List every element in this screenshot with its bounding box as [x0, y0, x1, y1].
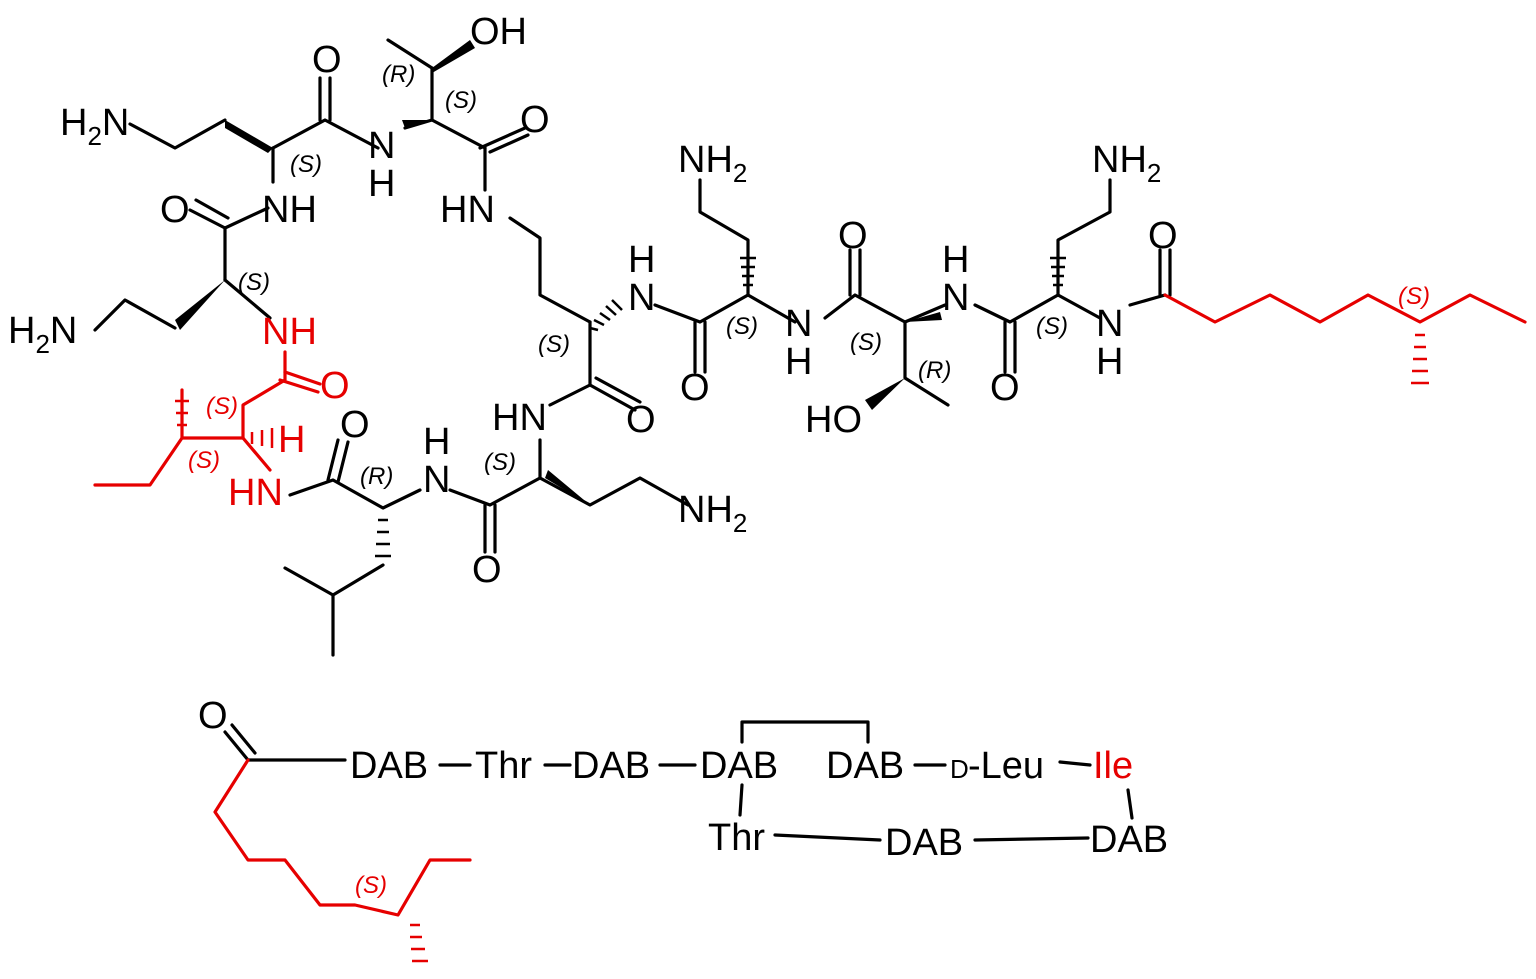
chain-stereo-label: (S): [355, 872, 387, 899]
seq-d-prefix: D: [950, 754, 969, 784]
stereo-label-chain: (S): [1398, 283, 1430, 310]
amide-n-2: N: [628, 277, 655, 319]
carbonyl-o-4: O: [838, 215, 868, 257]
seq-thr-2: Thr: [708, 817, 765, 859]
ile-amide-hn: HN: [228, 472, 283, 514]
amide-h-5: H: [1096, 341, 1123, 383]
ile-alpha-h: H: [278, 419, 305, 461]
amide-h-3: H: [942, 239, 969, 281]
stereo-label: (S): [850, 329, 882, 356]
amide-n-6: N: [423, 459, 450, 501]
bond-skeleton: [93, 38, 1172, 657]
fatty-acyl-chain-top: [1163, 293, 1527, 385]
stereo-bonds: [175, 40, 1066, 558]
stereo-label-ile: (S): [206, 393, 238, 420]
ile-atom-labels: NH O H HN: [228, 311, 350, 514]
stereo-label: (R): [382, 61, 415, 88]
atom-labels: H2N O OH N H O NH O HN H2N NH2 NH2 H N O…: [8, 11, 1178, 591]
seq-dab-2: DAB: [572, 745, 650, 787]
amine-label-4: NH2: [1092, 139, 1161, 188]
amide-nh-1: NH: [262, 189, 317, 231]
stereo-label-ile: (S): [188, 447, 220, 474]
ile-carbonyl-o: O: [320, 365, 350, 407]
stereo-label: (R): [918, 357, 951, 384]
amide-h-1: H: [368, 163, 395, 205]
stereo-label: (S): [484, 449, 516, 476]
carbonyl-o-2: O: [520, 99, 550, 141]
amide-n-1: N: [368, 125, 395, 167]
stereo-label: (S): [538, 331, 570, 358]
ile-residue-highlight: [93, 350, 322, 487]
sequence-schematic: O (S) DAB Thr DAB DAB DAB D -Leu Ile Thr…: [198, 695, 1168, 963]
hydroxyl-2: HO: [805, 399, 862, 441]
stereo-label: (S): [238, 269, 270, 296]
seq-dab-5: DAB: [885, 822, 963, 864]
amide-h-2: H: [628, 239, 655, 281]
amide-h-6: H: [423, 421, 450, 463]
carbonyl-o-5: O: [1148, 215, 1178, 257]
amide-n-5: N: [1096, 303, 1123, 345]
amide-hn-2: HN: [492, 397, 547, 439]
carbonyl-o-10: O: [472, 549, 502, 591]
stereo-descriptors: (R) (S) (S) (S) (S) (S) (S) (R) (S) (S) …: [188, 61, 1430, 490]
seq-ile: Ile: [1093, 745, 1133, 787]
stereo-label: (S): [1036, 313, 1068, 340]
amide-h-4: H: [785, 341, 812, 383]
acyl-carbonyl-o: O: [198, 695, 228, 737]
seq-dab-3: DAB: [700, 745, 778, 787]
stereo-label: (R): [360, 463, 393, 490]
carbonyl-o-6: O: [680, 367, 710, 409]
amide-hn-1: HN: [440, 189, 495, 231]
seq-leu: -Leu: [968, 745, 1044, 787]
stereo-label: (S): [290, 151, 322, 178]
amide-n-3: N: [942, 277, 969, 319]
stereo-label: (S): [445, 87, 477, 114]
carbonyl-o-3: O: [160, 189, 190, 231]
carbonyl-o-7: O: [990, 367, 1020, 409]
seq-dab-1: DAB: [350, 745, 428, 787]
amine-label-2: H2N: [8, 310, 77, 359]
amine-label-3: NH2: [678, 139, 747, 188]
amide-n-4: N: [785, 303, 812, 345]
stereo-label: (S): [726, 313, 758, 340]
ile-amide-nh: NH: [262, 311, 317, 353]
seq-dab-6: DAB: [1090, 819, 1168, 861]
seq-dab-4: DAB: [826, 745, 904, 787]
amine-label-1: H2N: [60, 102, 129, 151]
carbonyl-o-8: O: [626, 399, 656, 441]
carbonyl-o-9: O: [340, 404, 370, 446]
carbonyl-o-1: O: [312, 39, 342, 81]
amine-label-5: NH2: [678, 489, 747, 538]
hydroxyl-1: OH: [470, 11, 527, 53]
seq-thr-1: Thr: [475, 745, 532, 787]
